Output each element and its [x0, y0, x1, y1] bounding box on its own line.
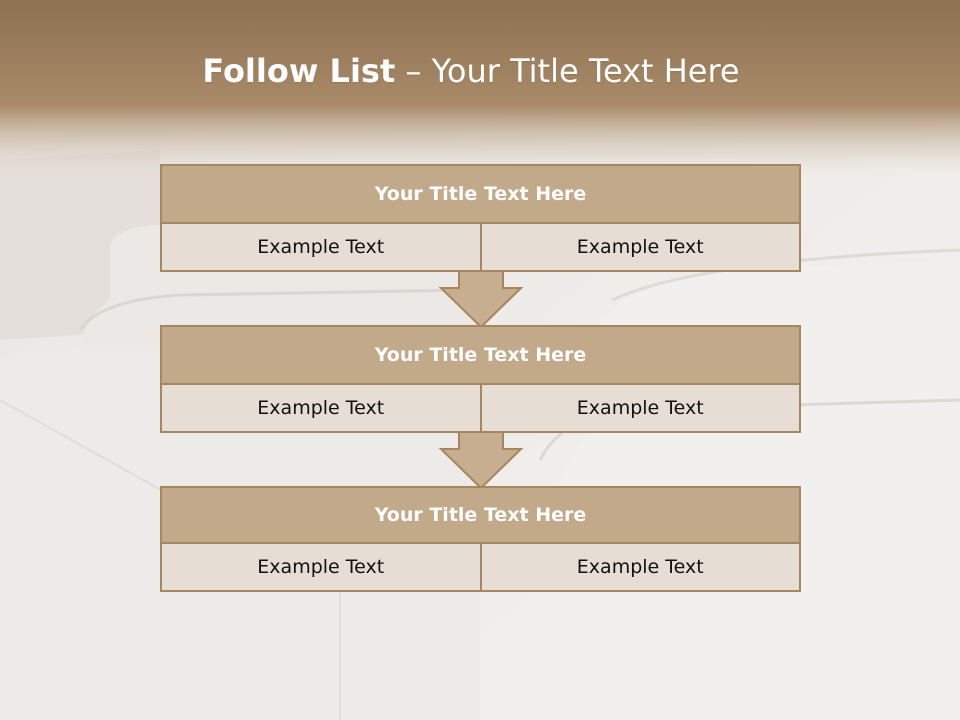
block-row: Example Text Example Text — [162, 385, 799, 431]
block-title: Your Title Text Here — [162, 327, 799, 385]
list-block-2: Your Title Text Here Example Text Exampl… — [160, 325, 801, 433]
block-title: Your Title Text Here — [162, 488, 799, 544]
block-cell-right: Example Text — [479, 224, 800, 270]
slide-title: Follow List – Your Title Text Here — [0, 52, 942, 90]
block-cell-left: Example Text — [257, 236, 385, 258]
block-cell-left: Example Text — [257, 397, 385, 419]
list-block-1: Your Title Text Here Example Text Exampl… — [160, 164, 801, 272]
block-row: Example Text Example Text — [162, 224, 799, 270]
block-row: Example Text Example Text — [162, 544, 799, 590]
slide-title-bold: Follow List — [202, 52, 396, 90]
block-cell-left: Example Text — [257, 556, 385, 578]
list-block-3: Your Title Text Here Example Text Exampl… — [160, 486, 801, 592]
block-cell-right: Example Text — [479, 385, 800, 431]
slide-title-rest: – Your Title Text Here — [395, 52, 740, 90]
down-arrow-icon — [438, 270, 524, 328]
block-cell-right: Example Text — [479, 544, 800, 590]
block-title: Your Title Text Here — [162, 166, 799, 224]
down-arrow-icon — [438, 431, 524, 489]
